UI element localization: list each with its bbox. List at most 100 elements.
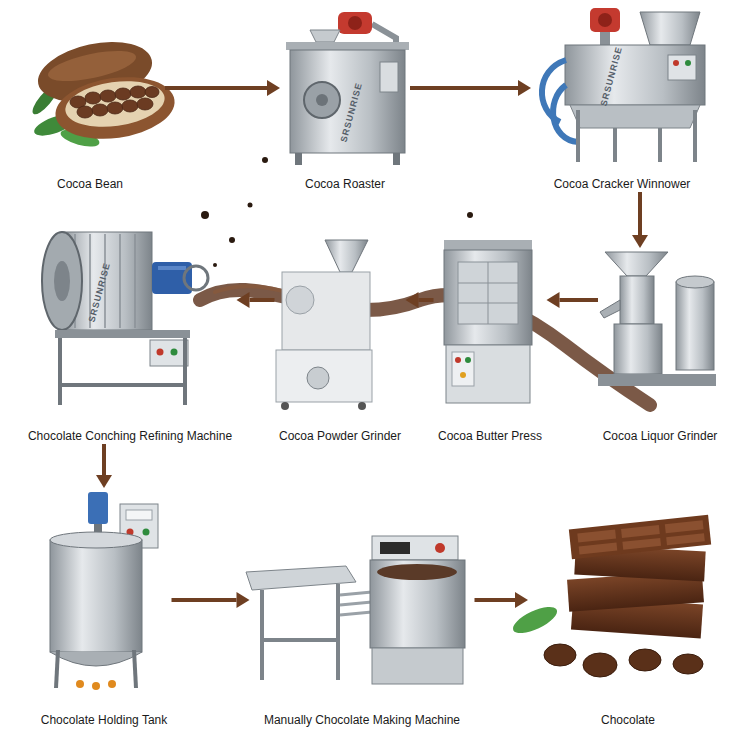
step-caption: Chocolate xyxy=(601,713,655,728)
roaster-machine-part xyxy=(295,153,302,165)
cocoa-pod-part-part xyxy=(137,98,153,110)
conching-machine-part xyxy=(75,234,135,328)
arrow-shaft xyxy=(410,86,518,90)
chocolate-making-machine-part xyxy=(372,536,458,560)
conching-machine-part-part xyxy=(183,338,187,405)
arrow-head xyxy=(96,475,112,488)
arrow-shaft xyxy=(638,192,642,235)
arrow-shaft xyxy=(165,86,267,90)
powder-grinder-machine-part xyxy=(282,272,370,350)
cocoa-pod-part-part xyxy=(92,104,108,116)
cocoa-pod-part-part xyxy=(100,90,116,102)
powder-grinder-machine-part xyxy=(358,402,366,410)
holding-tank-part xyxy=(143,529,150,536)
cocoa-pod-part-part xyxy=(145,87,159,98)
conching-machine-part xyxy=(42,232,82,330)
roaster-machine-part xyxy=(348,16,362,30)
conching-machine-part xyxy=(152,262,192,294)
arrow-shaft xyxy=(419,298,434,302)
holding-tank xyxy=(50,492,158,690)
chocolate-bars-part-part xyxy=(622,538,661,550)
cocoa-pod-part xyxy=(62,75,167,132)
arrow-head xyxy=(518,80,531,96)
caption-block: Chocolate xyxy=(528,710,728,728)
chocolate-bars-part-part xyxy=(583,653,617,677)
roaster-machine xyxy=(286,12,409,165)
roaster-machine-part xyxy=(310,30,340,42)
process-step: Cocoa Powder Grinder xyxy=(275,238,406,444)
holding-tank-part xyxy=(76,680,84,688)
conching-machine-part xyxy=(171,349,178,356)
step-caption: Cocoa Butter Press xyxy=(438,429,542,444)
cracker-winnower-machine-part xyxy=(685,60,691,66)
chocolate-splash-part xyxy=(229,237,235,243)
arrow-head xyxy=(515,592,528,608)
chocolate-making-machine-part xyxy=(435,543,445,553)
roaster-machine-part xyxy=(290,50,405,153)
cracker-winnower-machine-part-part xyxy=(576,110,580,162)
holding-tank-part xyxy=(50,652,142,666)
butter-press-machine-part xyxy=(458,262,518,324)
conching-machine-part xyxy=(60,338,185,405)
conching-machine xyxy=(42,232,208,405)
caption-block: Cocoa Powder Grinder xyxy=(275,426,406,444)
arrow-head xyxy=(237,292,250,308)
conching-machine-part xyxy=(54,261,70,301)
holding-tank-part xyxy=(126,510,152,520)
caption-block: Cocoa Cracker Winnower xyxy=(531,174,713,192)
chocolate-splash-part xyxy=(213,263,217,267)
cocoa-pod-part-part xyxy=(107,102,123,114)
cracker-winnower-machine-part xyxy=(565,45,705,105)
cracker-winnower-machine-part xyxy=(578,110,695,162)
holding-tank-part-part xyxy=(134,650,136,688)
chocolate-bars-part xyxy=(509,602,560,639)
caption-row: Cocoa Powder Grinder xyxy=(275,426,406,444)
holding-tank-part xyxy=(92,682,100,690)
process-step: Cocoa Liquor Grinder xyxy=(598,248,722,444)
roaster-machine-part xyxy=(338,12,372,34)
cracker-winnower-machine xyxy=(542,8,705,162)
conching-machine-part-part xyxy=(134,234,136,328)
cocoa-pod-part xyxy=(70,86,159,118)
flow-arrow xyxy=(547,292,599,308)
cocoa-pod-part-part xyxy=(130,86,146,98)
conching-machine-part xyxy=(184,266,208,290)
process-step: Cocoa Butter Press xyxy=(434,238,547,444)
holding-tank-part-part xyxy=(56,650,58,688)
butter-press-machine-part xyxy=(458,262,518,324)
cracker-winnower-machine-part xyxy=(600,32,610,46)
holding-tank-part xyxy=(50,540,142,652)
roaster-machine-part xyxy=(380,62,398,92)
caption-block: Chocolate Conching Refining Machine xyxy=(24,426,237,444)
holding-tank-part xyxy=(88,492,108,524)
chocolate-bars-part-part xyxy=(666,533,705,545)
cracker-winnower-machine-part xyxy=(673,60,679,66)
conching-machine-part-part xyxy=(119,234,121,328)
step-caption: Cocoa Roaster xyxy=(305,177,385,192)
arrow-head xyxy=(267,80,280,96)
liquor-grinder-machine-part xyxy=(614,324,662,374)
cocoa-pod-part-part xyxy=(77,106,93,118)
butter-press-machine-part xyxy=(452,352,474,386)
chocolate-making-machine-part-part xyxy=(260,590,264,680)
conching-machine-part-part xyxy=(58,338,62,405)
chocolate-making-machine-part-part xyxy=(336,584,340,680)
caption-row: Cocoa Cracker Winnower xyxy=(531,174,713,192)
cracker-winnower-machine-part xyxy=(598,13,612,27)
chocolate-bars-part-part xyxy=(665,520,704,533)
flow-arrow xyxy=(410,80,531,96)
butter-press-machine-part xyxy=(444,250,532,345)
chocolate-splash-part xyxy=(200,290,650,405)
step-caption: Cocoa Powder Grinder xyxy=(279,429,401,444)
step-caption: Chocolate Conching Refining Machine xyxy=(28,429,232,444)
powder-grinder-machine-part xyxy=(276,350,372,402)
arrow-head xyxy=(406,292,419,308)
chocolate-bars-part xyxy=(544,644,703,677)
process-step: Chocolate Conching Refining Machine xyxy=(24,215,237,444)
roaster-machine-part xyxy=(286,42,409,50)
chocolate-making-machine xyxy=(246,536,465,684)
holding-tank-part xyxy=(50,532,142,548)
caption-row: Cocoa Roaster xyxy=(280,174,410,192)
chocolate-making-machine-part-part xyxy=(340,612,372,615)
